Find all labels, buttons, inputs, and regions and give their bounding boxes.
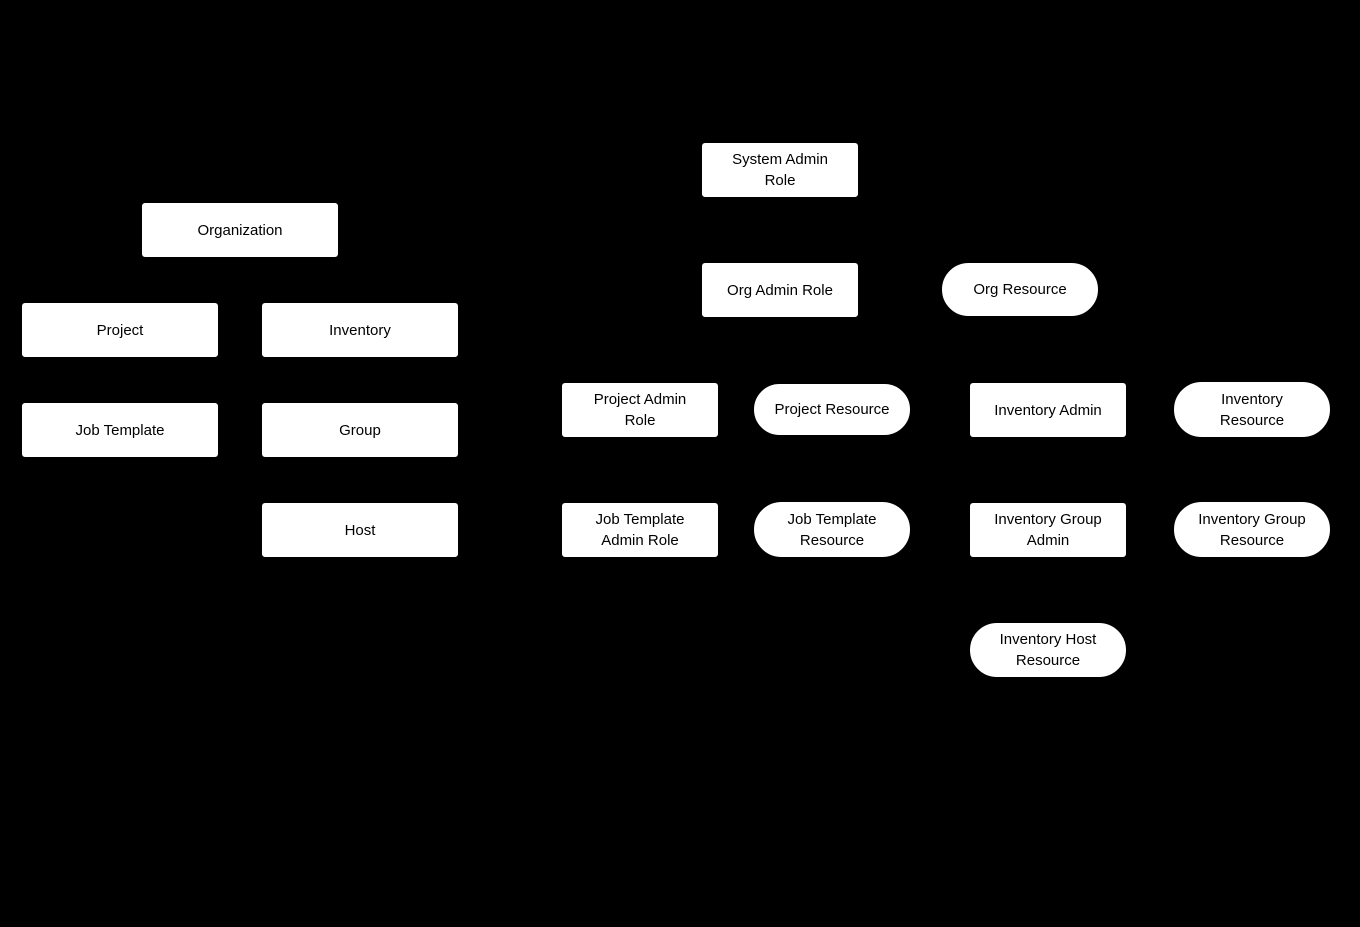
node-org-admin-role: Org Admin Role xyxy=(701,262,859,318)
node-host: Host xyxy=(261,502,459,558)
node-job-template: Job Template xyxy=(21,402,219,458)
node-inventory-admin: Inventory Admin xyxy=(969,382,1127,438)
node-job-template-admin-role: Job Template Admin Role xyxy=(561,502,719,558)
node-inventory: Inventory xyxy=(261,302,459,358)
node-system-admin-role: System Admin Role xyxy=(701,142,859,198)
node-group: Group xyxy=(261,402,459,458)
node-inventory-group-admin: Inventory Group Admin xyxy=(969,502,1127,558)
node-project-resource: Project Resource xyxy=(753,383,911,436)
node-org-resource: Org Resource xyxy=(941,262,1099,317)
node-job-template-resource: Job Template Resource xyxy=(753,501,911,558)
node-inventory-host-resource: Inventory Host Resource xyxy=(969,622,1127,678)
node-project-admin-role: Project Admin Role xyxy=(561,382,719,438)
node-organization: Organization xyxy=(141,202,339,258)
node-inventory-group-resource: Inventory Group Resource xyxy=(1173,501,1331,558)
node-inventory-resource: Inventory Resource xyxy=(1173,381,1331,438)
node-project: Project xyxy=(21,302,219,358)
